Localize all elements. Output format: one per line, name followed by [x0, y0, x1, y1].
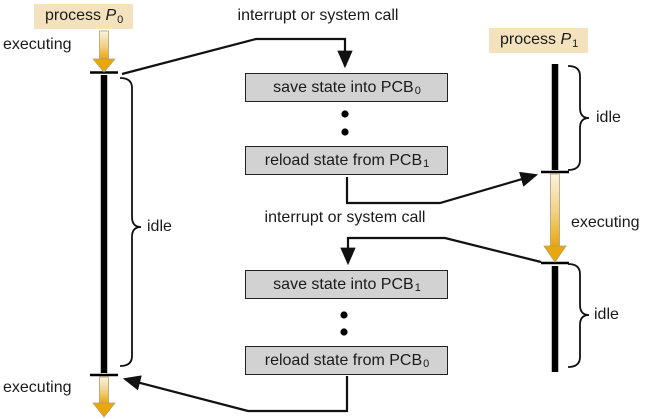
process-p0-label: process P0: [34, 4, 134, 29]
arrow-p0-to-save-pcb0: [121, 37, 353, 76]
arrow-reload-pcb0-to-p0: [122, 375, 349, 413]
process-p0-subscript: 0: [117, 14, 124, 26]
p0-executing-arrow-bottom: [92, 376, 116, 418]
p0-idle-brace: [119, 77, 142, 367]
process-p1-prefix: process: [500, 31, 561, 48]
p1-idle-bottom-label: idle: [594, 306, 619, 323]
arrow-p1-to-save-pcb1: [340, 236, 542, 266]
p1-idle-brace-bottom: [567, 263, 590, 368]
p1-executing-label: executing: [571, 214, 640, 231]
arrow-reload-pcb1-to-p1: [345, 171, 539, 205]
p0-executing-top-label: executing: [3, 36, 72, 53]
save-state-pcb1-subscript: 1: [414, 281, 421, 294]
save-state-pcb0-subscript: 0: [414, 84, 421, 97]
process-p0-symbol: P: [105, 7, 117, 24]
reload-state-pcb1-subscript: 1: [423, 157, 430, 170]
interrupt-or-syscall-middle-label: interrupt or system call: [264, 209, 426, 226]
p0-executing-arrow-top: [92, 30, 116, 73]
reload-state-pcb1-text: reload state from PCB: [264, 151, 423, 169]
process-p1-label: process P1: [489, 28, 589, 53]
ellipsis-dots-top: [341, 110, 349, 136]
save-state-pcb0-text: save state into PCB: [273, 78, 414, 96]
ellipsis-dots-bottom: [340, 311, 348, 336]
save-state-pcb1-text: save state into PCB: [273, 275, 414, 293]
p1-executing-arrow: [543, 173, 567, 263]
p1-idle-brace-top: [567, 65, 590, 171]
interrupt-or-syscall-top-label: interrupt or system call: [237, 7, 399, 24]
reload-state-pcb0-text: reload state from PCB: [264, 351, 423, 369]
reload-state-pcb0-subscript: 0: [423, 357, 430, 370]
p0-executing-bottom-label: executing: [3, 379, 72, 396]
process-p0-prefix: process: [45, 7, 106, 24]
p1-idle-top-label: idle: [596, 109, 621, 126]
process-p1-subscript: 1: [572, 38, 579, 50]
p0-idle-label: idle: [147, 218, 172, 235]
process-p1-symbol: P: [560, 31, 572, 48]
